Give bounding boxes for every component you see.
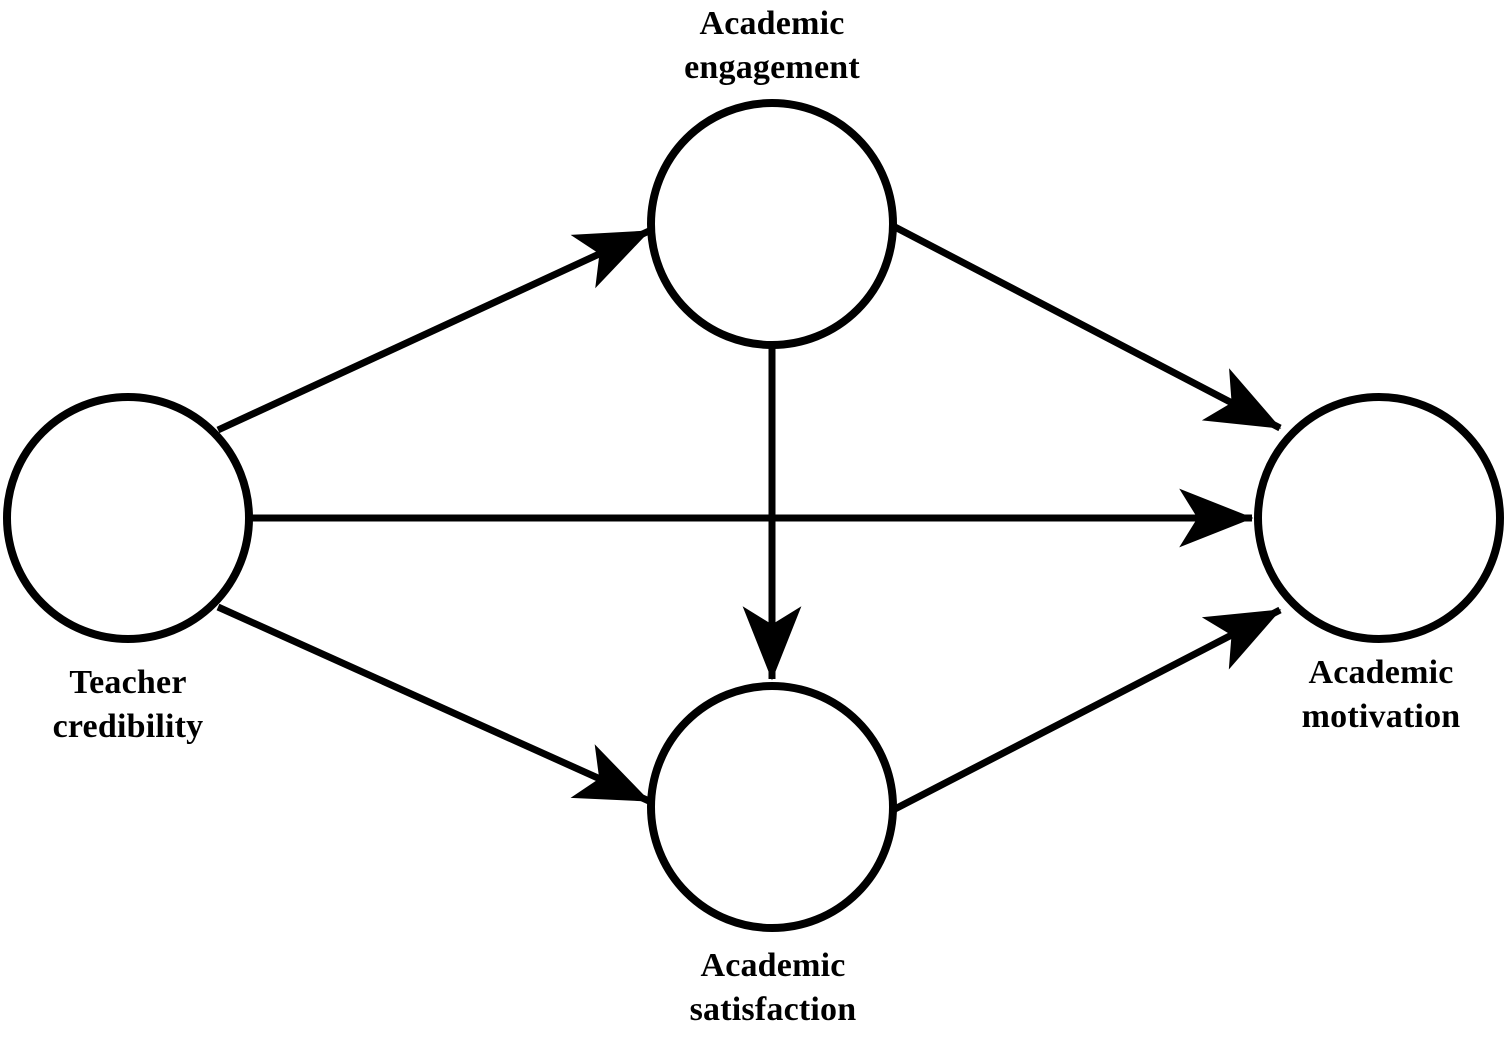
node-academic-engagement[interactable] <box>647 99 897 349</box>
node-academic-satisfaction[interactable] <box>647 682 897 932</box>
edge-engagement-to-motivation[interactable] <box>891 222 1282 432</box>
node-label-academic-engagement: Academic engagement <box>684 5 860 86</box>
node-label-teacher-credibility: Teacher credibility <box>52 664 204 745</box>
node-label-academic-motivation: Academic motivation <box>1301 654 1461 735</box>
edge-group <box>216 222 1282 814</box>
edge-credibility-to-engagement[interactable] <box>216 227 651 434</box>
edge-credibility-to-satisfaction[interactable] <box>216 603 651 805</box>
node-academic-motivation[interactable] <box>1254 393 1504 643</box>
node-group <box>3 99 1504 932</box>
edge-satisfaction-to-motivation[interactable] <box>891 606 1282 814</box>
node-label-academic-satisfaction: Academic satisfaction <box>689 947 857 1028</box>
node-teacher-credibility[interactable] <box>3 393 253 643</box>
